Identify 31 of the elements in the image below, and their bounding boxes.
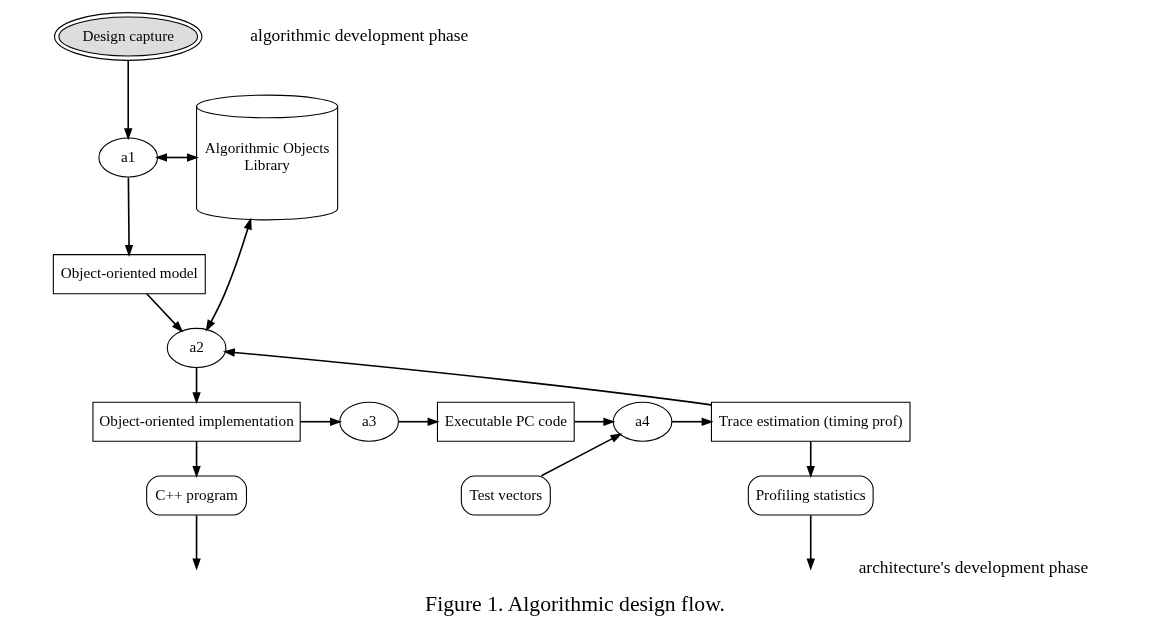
node-ellipse: a1 bbox=[98, 137, 159, 178]
arrow bbox=[222, 348, 712, 406]
node-box: C++ program bbox=[146, 475, 248, 516]
node-ellipse: a4 bbox=[612, 401, 673, 442]
arrow bbox=[155, 153, 199, 162]
arrow bbox=[806, 440, 815, 478]
node-box: Object-oriented model bbox=[52, 254, 206, 295]
arrow bbox=[124, 59, 133, 141]
arrow bbox=[192, 440, 201, 478]
arrow bbox=[124, 176, 134, 257]
arrow bbox=[146, 293, 184, 333]
node-ellipse: a2 bbox=[166, 327, 227, 368]
label: algorithmic development phase bbox=[250, 25, 469, 45]
arrow bbox=[397, 417, 440, 426]
caption: Figure 1. Algorithmic design flow. bbox=[425, 591, 725, 616]
node-box: Executable PC code bbox=[436, 401, 575, 442]
arrow bbox=[192, 367, 201, 405]
node-box: Profiling statistics bbox=[747, 475, 874, 516]
node-box: Test vectors bbox=[460, 475, 551, 516]
label: architecture's development phase bbox=[858, 558, 1089, 578]
node-ellipse: a3 bbox=[339, 401, 399, 442]
node-box: Trace estimation (timing prof) bbox=[710, 401, 911, 442]
arrow bbox=[573, 417, 616, 426]
arrow bbox=[299, 417, 343, 426]
node-box: Object-oriented implementation bbox=[92, 401, 301, 442]
node-ellipse: Design capture bbox=[54, 12, 203, 61]
arrow bbox=[205, 217, 252, 332]
arrow bbox=[540, 433, 623, 477]
arrow bbox=[671, 417, 714, 426]
arrow bbox=[806, 514, 815, 571]
arrow bbox=[192, 514, 201, 571]
